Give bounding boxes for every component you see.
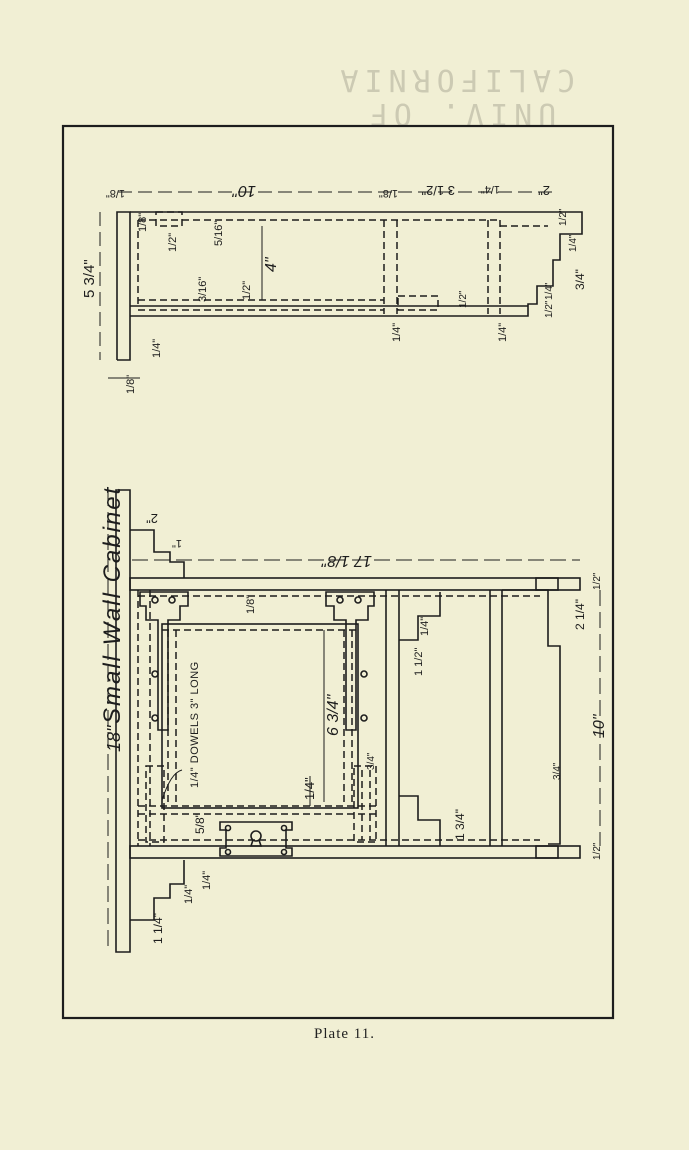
dim-label: 1/2" [241,281,253,300]
screw [151,596,159,604]
dim-label: 1 1/2" [413,648,425,676]
dim-label: 1/4" [419,617,431,636]
keyhole-icon [250,830,262,842]
dim-label: 1/8" [125,375,137,394]
plate-border [61,124,615,1020]
dim-label: 5/16" [213,221,225,246]
dim-label: 1/4" [391,323,403,342]
hidden-dowel [145,765,165,843]
hidden-drawer [397,295,439,311]
dim-label: 1/8" [137,213,149,232]
screw [224,824,232,832]
shelf-end [535,577,559,591]
dim-label: 1/4" [201,871,213,890]
dim-label-17: 17 1/8" [321,552,372,569]
hidden-block [155,211,183,227]
dim-label-6-3-4: 6 3/4" [325,693,342,736]
dim-label-4: 4" [263,256,280,272]
screw [280,848,288,856]
screw [360,670,368,678]
dim-label: 1/4" [568,234,579,252]
dim-label-18: 18" [104,724,124,752]
side-panel-profile [502,589,561,845]
dim-label: 1 1/4" [151,913,165,944]
dim-label: 3/16" [197,277,209,302]
door-panel [161,623,359,809]
dim-label: 1/4" [151,339,163,358]
dim-label: 1/4" [481,183,500,195]
dowel-leader [161,769,183,801]
dim-label: 1 3/4" [453,809,467,840]
screw [354,596,362,604]
dim-label: 1/4" [544,282,555,300]
top-view [99,191,583,379]
screw [280,824,288,832]
screw [224,848,232,856]
dim-label: 3/4" [366,752,377,770]
top-shelf [129,577,581,591]
front-view-back [115,489,131,953]
screw [151,714,159,722]
dim-label: 2" [538,183,550,198]
dim-label: 1/4" [183,885,195,904]
dim-label: 3 1/2" [421,183,455,198]
dim-label: 1/2" [592,842,603,860]
dim-label: 1/2" [558,208,569,226]
side-profile-lower [399,795,441,846]
dowel-note: 1/4" DOWELS 3" LONG [189,661,201,788]
shelf-end [535,845,559,859]
side-profile-upper [399,592,441,641]
dim-label: 2" [146,511,158,526]
hinge-upper-right [325,591,375,731]
bottom-shelf [129,845,581,859]
dim-label: 1/2" [592,572,603,590]
top-view-labels: 1/8" 10" 1/8" 3 1/2" 1/4" 2" 5 3/4" 1/8"… [81,182,587,394]
dim-label: 1/2" [167,233,179,252]
hidden-dowel [353,765,377,843]
dim-label: 5/8" [193,813,207,834]
top-view-back [116,211,131,361]
plate-caption: Plate 11. [314,1026,375,1042]
cabinet-title: Small Wall Cabinet [99,486,126,724]
front-view-labels: Small Wall Cabinet 18" 2" 1" 17 1/8" 1/8… [99,486,608,944]
dim-label: 1/8" [106,187,125,199]
screw [151,670,159,678]
screw [336,596,344,604]
dim-label: 3/4" [552,762,563,780]
screw [168,596,176,604]
dim-label: 1/8" [245,595,257,614]
keyhole-slot [249,839,263,847]
dim-label: 3/4" [573,269,587,290]
dim-label-10: 10" [231,182,256,199]
dim-label: 1/4" [302,777,317,800]
dim-label: 1/2" [458,290,469,308]
dim-label-10: 10" [591,713,608,738]
dim-label-5-3-4: 5 3/4" [81,259,98,298]
hinge-upper-left [139,591,189,731]
dim-label: 1/4" [497,323,509,342]
top-molding [130,529,185,578]
screw [360,714,368,722]
bottom-molding [130,860,185,921]
front-view [107,489,601,953]
dim-label: 1/2" [544,300,555,318]
dim-label: 1/8" [379,187,398,199]
dim-label: 1" [172,537,182,549]
dim-label: 2 1/4" [573,599,587,630]
